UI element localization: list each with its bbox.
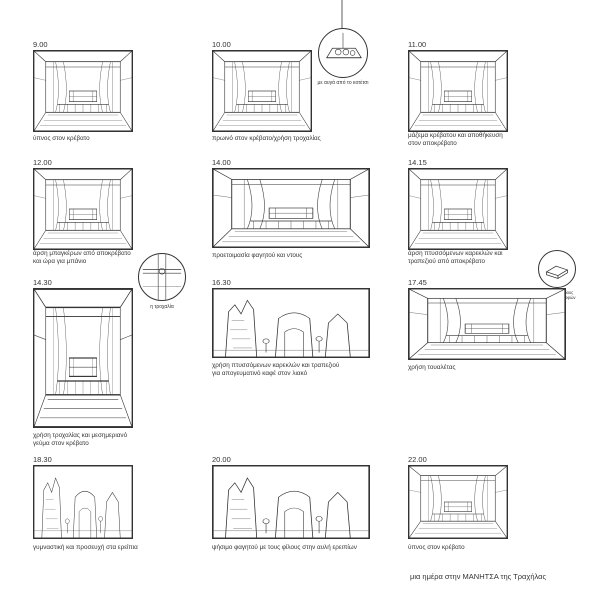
panel-caption: προετοιμασία φαγητού και ντους [212, 252, 303, 259]
ruins-illustration [33, 465, 133, 539]
panel-time: 9.00 [33, 40, 48, 49]
caption-line: χρήση πτυσσόμενων καρεκλών και τραπεζιού [212, 362, 340, 369]
ruins-illustration [212, 465, 370, 539]
caption-line: και ώρα για μπάνιο [33, 258, 87, 265]
room-illustration [212, 50, 312, 132]
room-illustration [408, 465, 508, 539]
panel-time: 12.00 [33, 158, 52, 167]
room-illustration [408, 168, 508, 250]
pulley-caption: η τροχαλία [150, 304, 174, 310]
panel-time: 18.30 [33, 455, 52, 464]
room-illustration [33, 288, 133, 428]
caption-line: για απογευματινό καφέ στον λιακό [212, 370, 308, 377]
panel-caption: χρήση πτυσσόμενων καρεκλών και τραπεζιού… [212, 362, 339, 378]
panel-caption: χρήση τουαλέτας [408, 364, 456, 371]
caption-line: γεύμα στον κρέβατο [33, 440, 89, 447]
panel-time: 17.45 [408, 278, 427, 287]
panel-time: 16.30 [212, 278, 231, 287]
caption-line: τραπεζιού από αποκρέβατο [408, 258, 485, 265]
caption-line: άρση μπαγκέρων από αποκρέβατο [33, 250, 131, 257]
caption-line: άρση πτυσσόμενων καρεκλών και [408, 250, 503, 257]
room-illustration [33, 50, 133, 132]
panel-caption: χρήση τροχαλίας και μεσημεριανό γεύμα στ… [33, 432, 127, 448]
panel-time: 22.00 [408, 455, 427, 464]
caption-line: μάζεμα κρέβατου και αποθήκευση [408, 132, 503, 139]
pulley-rope-icon [341, 0, 343, 30]
panel-time: 20.00 [212, 455, 231, 464]
panel-time: 14.00 [212, 158, 231, 167]
caption-line: χρήση τροχαλίας και μεσημεριανό [33, 432, 128, 439]
panel-caption: ύπνος στον κρέβατο [408, 544, 465, 551]
tray-icon [318, 28, 368, 78]
tray-caption: με αυγά από το κοτέτσι [317, 80, 369, 86]
caption-line: στον αποκρέβατο [408, 140, 457, 147]
room-illustration [33, 168, 133, 250]
panel-caption: ψήσιμο φαγητού με τους φίλους στην αυλή … [212, 544, 357, 551]
ruins-illustration [212, 288, 370, 358]
room-illustration [408, 288, 566, 360]
panel-caption: γυμναστική και προσευχή στα ερείπια [33, 544, 138, 551]
panel-time: 14.30 [33, 278, 52, 287]
panel-time: 14.15 [408, 158, 427, 167]
panel-time: 10.00 [212, 40, 231, 49]
room-illustration [408, 50, 508, 132]
panel-caption: άρση μπαγκέρων από αποκρέβατο και ώρα γι… [33, 250, 131, 266]
panel-caption: πρωινό στον κρέβατο/χρήση τροχαλίας [212, 135, 321, 142]
room-illustration [212, 168, 370, 248]
panel-caption: άρση πτυσσόμενων καρεκλών και τραπεζιού … [408, 250, 503, 266]
panel-time: 11.00 [408, 40, 427, 49]
pulley-icon [138, 253, 186, 301]
panel-caption: ύπνος στον κρέβατο [33, 135, 90, 142]
book-icon [538, 250, 576, 288]
sheet-title: μια ημέρα στην ΜΑΝΗΤΣΑ της Τραχήλας [410, 572, 547, 581]
panel-caption: μάζεμα κρέβατου και αποθήκευση στον αποκ… [408, 132, 503, 148]
